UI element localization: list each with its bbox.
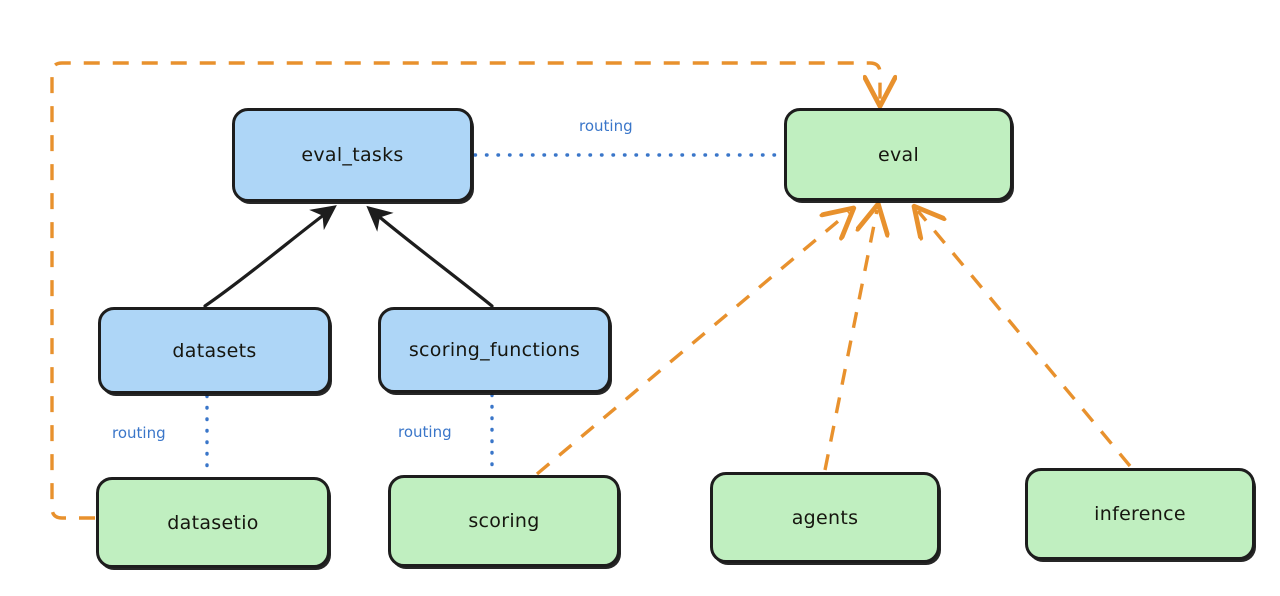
node-scoring[interactable]: scoring: [388, 475, 620, 567]
edge-label-routing-eval-tasks-eval: routing: [579, 117, 633, 135]
node-agents[interactable]: agents: [710, 472, 940, 563]
edge-scoring-to-eval: [535, 212, 849, 476]
node-label-eval-tasks: eval_tasks: [301, 144, 404, 166]
edge-agents-to-eval: [823, 210, 877, 471]
edge-datasetio-to-eval: [50, 61, 880, 520]
node-datasetio[interactable]: datasetio: [96, 477, 330, 568]
edge-datasets-to-eval_tasks: [203, 205, 337, 308]
node-eval-tasks[interactable]: eval_tasks: [232, 108, 473, 202]
node-scoring-functions[interactable]: scoring_functions: [378, 307, 611, 393]
node-inference[interactable]: inference: [1025, 468, 1255, 560]
edge-scoring_functions-to-eval_tasks: [366, 205, 494, 308]
node-eval[interactable]: eval: [784, 108, 1013, 201]
edge-label-routing-datasets-datasetio: routing: [112, 424, 166, 442]
edge-label-routing-scoring-functions-scoring: routing: [398, 423, 452, 441]
node-label-inference: inference: [1094, 503, 1186, 525]
node-label-scoring: scoring: [468, 510, 540, 532]
edge-inference-to-eval: [918, 211, 1132, 468]
node-label-agents: agents: [791, 506, 859, 529]
node-label-datasetio: datasetio: [167, 511, 259, 534]
node-label-eval: eval: [877, 143, 920, 166]
node-label-scoring-functions: scoring_functions: [408, 339, 581, 361]
node-datasets[interactable]: datasets: [98, 307, 331, 394]
node-label-datasets: datasets: [172, 339, 257, 362]
